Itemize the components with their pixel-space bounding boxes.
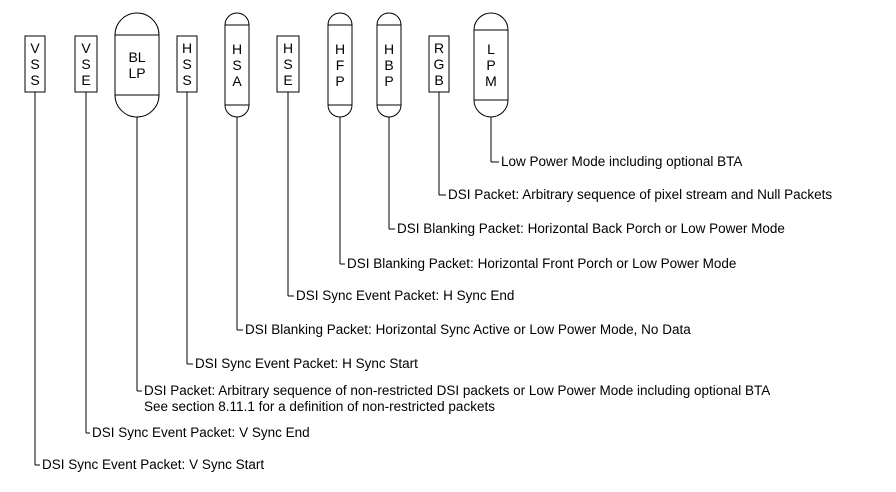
description-text-vse: DSI Sync Event Packet: V Sync End xyxy=(92,425,310,440)
description-hsa: DSI Blanking Packet: Horizontal Sync Act… xyxy=(236,117,691,337)
symbol-hbp-letter: P xyxy=(384,73,393,89)
description-lpm: Low Power Mode including optional BTA xyxy=(490,117,742,169)
description-text-hfp: DSI Blanking Packet: Horizontal Front Po… xyxy=(347,256,736,271)
description-hbp: DSI Blanking Packet: Horizontal Back Por… xyxy=(388,117,785,236)
symbol-bllp-letter: LP xyxy=(128,65,145,81)
symbol-hbp: HBP xyxy=(376,12,402,118)
symbol-lpm-letter: P xyxy=(486,57,495,73)
symbol-rgb-letter: R xyxy=(434,40,444,56)
symbol-vss-letter: S xyxy=(30,72,39,88)
symbol-hss-letter: H xyxy=(182,40,192,56)
symbol-lpm: LPM xyxy=(473,12,509,118)
symbol-vse: VSE xyxy=(74,35,98,93)
symbol-rgb-letter: G xyxy=(434,56,445,72)
description-text-hse: DSI Sync Event Packet: H Sync End xyxy=(296,288,514,303)
description-text-vss: DSI Sync Event Packet: V Sync Start xyxy=(42,457,264,472)
symbol-hfp: HFP xyxy=(327,12,353,118)
description-rgb: DSI Packet: Arbitrary sequence of pixel … xyxy=(438,92,832,202)
symbol-hss-letter: S xyxy=(182,72,191,88)
symbol-lpm-letter: M xyxy=(485,73,497,89)
description-text-bllp: See section 8.11.1 for a definition of n… xyxy=(144,399,495,414)
symbol-rgb: RGB xyxy=(428,35,450,93)
description-text-rgb: DSI Packet: Arbitrary sequence of pixel … xyxy=(448,187,832,202)
description-bllp: DSI Packet: Arbitrary sequence of non-re… xyxy=(136,117,770,414)
description-text-hbp: DSI Blanking Packet: Horizontal Back Por… xyxy=(397,221,785,236)
description-text-lpm: Low Power Mode including optional BTA xyxy=(501,154,742,169)
symbol-hfp-letter: P xyxy=(335,73,344,89)
symbol-hse-letter: S xyxy=(283,56,292,72)
symbol-hfp-letter: F xyxy=(336,57,345,73)
symbol-hse-letter: H xyxy=(283,40,293,56)
symbol-hbp-letter: H xyxy=(384,41,394,57)
symbol-bllp-letter: BL xyxy=(128,49,145,65)
symbol-vss-letter: S xyxy=(30,56,39,72)
description-hss: DSI Sync Event Packet: H Sync Start xyxy=(186,92,418,371)
symbol-hsa-letter: S xyxy=(232,57,241,73)
description-text-hsa: DSI Blanking Packet: Horizontal Sync Act… xyxy=(245,322,691,337)
symbol-hss: HSS xyxy=(176,35,198,93)
description-hse: DSI Sync Event Packet: H Sync End xyxy=(287,92,514,303)
description-text-bllp: DSI Packet: Arbitrary sequence of non-re… xyxy=(144,383,770,398)
symbol-lpm-letter: L xyxy=(487,41,495,57)
description-hfp: DSI Blanking Packet: Horizontal Front Po… xyxy=(339,117,736,271)
description-vse: DSI Sync Event Packet: V Sync End xyxy=(85,92,310,440)
symbol-vss: VSS xyxy=(24,35,46,93)
symbol-vse-letter: E xyxy=(81,72,90,88)
symbol-hbp-letter: B xyxy=(384,57,393,73)
description-text-hss: DSI Sync Event Packet: H Sync Start xyxy=(195,356,418,371)
symbol-hsa: HSA xyxy=(224,12,250,118)
symbol-hfp-letter: H xyxy=(335,41,345,57)
symbol-hss-letter: S xyxy=(182,56,191,72)
symbol-vse-letter: S xyxy=(81,56,90,72)
symbol-hsa-letter: H xyxy=(232,41,242,57)
symbol-hsa-letter: A xyxy=(232,73,242,89)
description-vss: DSI Sync Event Packet: V Sync Start xyxy=(34,92,264,472)
symbol-vss-letter: V xyxy=(30,40,40,56)
symbol-vse-letter: V xyxy=(81,40,91,56)
symbol-hse-letter: E xyxy=(283,72,292,88)
symbol-rgb-letter: B xyxy=(434,72,443,88)
symbol-hse: HSE xyxy=(276,35,300,93)
